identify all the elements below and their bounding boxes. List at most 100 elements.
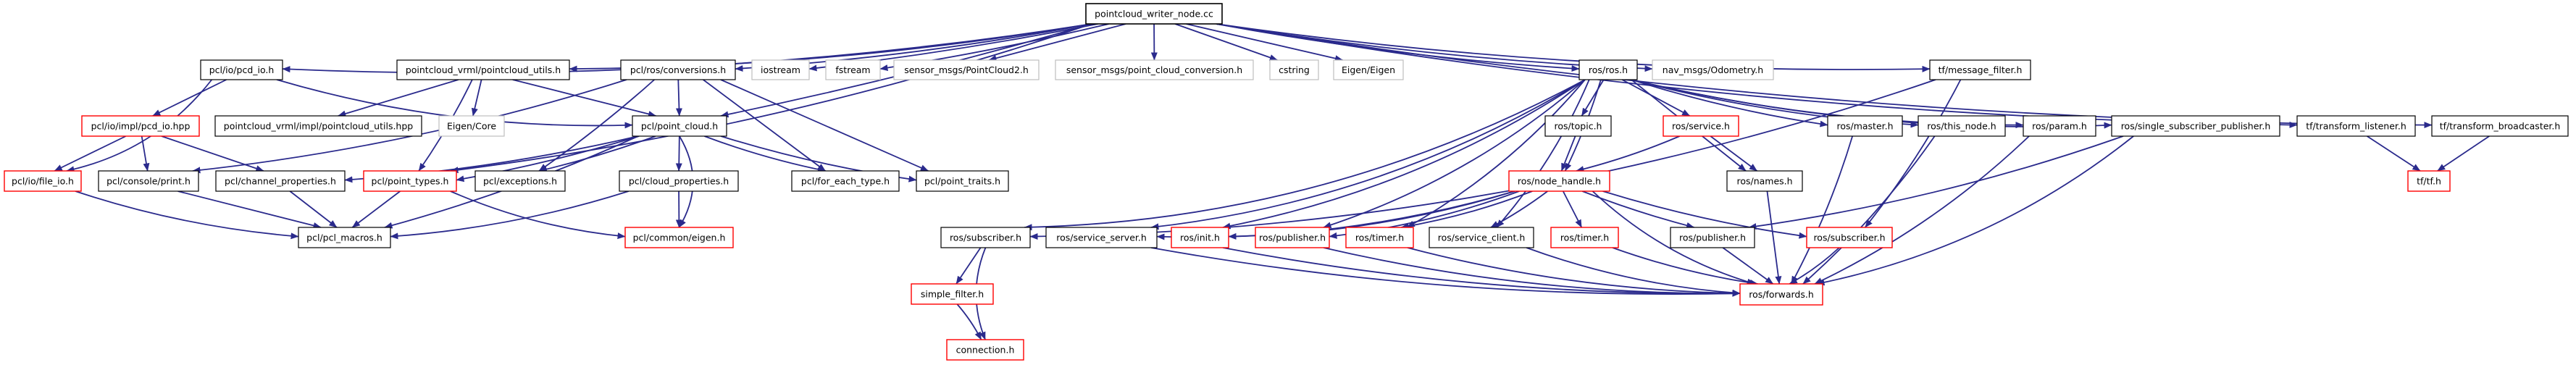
graph-node-pcl_macros[interactable]: pcl/pcl_macros.h — [298, 227, 391, 248]
node-label-pcl_macros: pcl/pcl_macros.h — [306, 232, 382, 243]
node-box — [1055, 59, 1254, 80]
include-edge-conversions-for_each_type — [703, 79, 826, 172]
node-label-tf_tf: tf/tf.h — [2417, 176, 2441, 187]
graph-node-ssp[interactable]: ros/single_subscriber_publisher.h — [2111, 115, 2280, 137]
node-box — [825, 59, 881, 80]
node-label-publisher_l: ros/publisher.h — [1259, 232, 1326, 243]
node-label-channel_props: pcl/channel_properties.h — [225, 176, 336, 187]
graph-node-conversions[interactable]: pcl/ros/conversions.h — [620, 59, 736, 80]
graph-node-master[interactable]: ros/master.h — [1827, 115, 1903, 137]
graph-node-timer_l[interactable]: ros/timer.h — [1345, 227, 1414, 248]
graph-node-cloud_props[interactable]: pcl/cloud_properties.h — [619, 170, 739, 192]
node-label-pcd_io: pcl/io/pcd_io.h — [209, 64, 275, 75]
include-edge-service-node_handle — [1576, 135, 1681, 172]
node-box — [1544, 115, 1612, 137]
include-edge-names-forwards — [1766, 190, 1782, 285]
graph-node-exceptions[interactable]: pcl/exceptions.h — [474, 170, 566, 192]
graph-node-publisher_l[interactable]: ros/publisher.h — [1255, 227, 1330, 248]
node-label-point_traits: pcl/point_traits.h — [924, 176, 1000, 187]
graph-node-iostream[interactable]: iostream — [751, 59, 810, 80]
graph-node-topic[interactable]: ros/topic.h — [1544, 115, 1612, 137]
node-box — [1345, 227, 1414, 248]
graph-node-odometry[interactable]: nav_msgs/Odometry.h — [1652, 59, 1774, 80]
graph-node-eigen_core[interactable]: Eigen/Core — [438, 115, 505, 137]
graph-node-ros_ros[interactable]: ros/ros.h — [1578, 59, 1638, 80]
node-label-msg_filter: tf/message_filter.h — [1939, 64, 2023, 75]
graph-node-file_io[interactable]: pcl/io/file_io.h — [4, 170, 82, 192]
node-label-pc_conversion: sensor_msgs/point_cloud_conversion.h — [1066, 64, 1242, 75]
include-edge-service_server-forwards — [1150, 247, 1741, 297]
graph-node-timer_r[interactable]: ros/timer.h — [1550, 227, 1619, 248]
graph-node-common_eigen[interactable]: pcl/common/eigen.h — [624, 227, 734, 248]
node-label-tf_broadcaster: tf/transform_broadcaster.h — [2440, 121, 2561, 132]
graph-node-for_each_type[interactable]: pcl/for_each_type.h — [791, 170, 900, 192]
node-box — [940, 227, 1031, 248]
include-edge-ros_ros-topic — [1581, 79, 1605, 117]
graph-node-point_traits[interactable]: pcl/point_traits.h — [916, 170, 1009, 192]
node-label-publisher_r: ros/publisher.h — [1679, 232, 1746, 243]
graph-node-service_server[interactable]: ros/service_server.h — [1045, 227, 1158, 248]
include-edge-print-pcl_macros — [177, 190, 322, 229]
node-box — [1550, 227, 1619, 248]
include-edge-ros_ros-service_server — [1150, 79, 1586, 230]
include-edge-msg_filter-subscriber_r — [1864, 79, 1962, 228]
graph-node-print[interactable]: pcl/console/print.h — [98, 170, 199, 192]
graph-node-param[interactable]: ros/param.h — [2023, 115, 2096, 137]
graph-node-init[interactable]: ros/init.h — [1171, 227, 1229, 248]
graph-node-names[interactable]: ros/names.h — [1726, 170, 1803, 192]
graph-node-service_client[interactable]: ros/service_client.h — [1429, 227, 1534, 248]
node-label-service: ros/service.h — [1672, 121, 1730, 132]
node-label-cstring: cstring — [1279, 64, 1310, 75]
graph-node-pc_conversion[interactable]: sensor_msgs/point_cloud_conversion.h — [1055, 59, 1254, 80]
node-box — [1663, 115, 1739, 137]
include-edge-point_cloud-for_each_type — [704, 135, 827, 173]
graph-node-point_cloud[interactable]: pcl/point_cloud.h — [632, 115, 727, 137]
graph-node-cstring[interactable]: cstring — [1269, 59, 1319, 80]
node-label-this_node: ros/this_node.h — [1927, 121, 1996, 132]
node-box — [624, 227, 734, 248]
node-label-root: pointcloud_writer_node.cc — [1095, 9, 1213, 20]
graph-node-tf_broadcaster[interactable]: tf/transform_broadcaster.h — [2431, 115, 2569, 137]
node-box — [1171, 227, 1229, 248]
graph-node-connection[interactable]: connection.h — [946, 339, 1024, 361]
node-box — [911, 283, 994, 305]
graph-node-point_types[interactable]: pcl/point_types.h — [363, 170, 457, 192]
graph-node-node_handle[interactable]: ros/node_handle.h — [1508, 170, 1610, 192]
node-box — [1333, 59, 1404, 80]
node-label-ssp: ros/single_subscriber_publisher.h — [2121, 121, 2271, 132]
include-edge-conversions-point_cloud — [675, 79, 682, 117]
node-label-odometry: nav_msgs/Odometry.h — [1663, 64, 1763, 75]
graph-node-eigen_eigen[interactable]: Eigen/Eigen — [1333, 59, 1404, 80]
graph-node-pc_utils[interactable]: pointcloud_vrml/pointcloud_utils.h — [396, 59, 570, 80]
include-edge-root-eigen_eigen — [1186, 23, 1343, 62]
graph-node-publisher_r[interactable]: ros/publisher.h — [1670, 227, 1755, 248]
node-box — [1918, 115, 2006, 137]
graph-node-forwards[interactable]: ros/forwards.h — [1739, 283, 1823, 306]
graph-node-channel_props[interactable]: pcl/channel_properties.h — [215, 170, 346, 192]
graph-node-subscriber_l[interactable]: ros/subscriber.h — [940, 227, 1031, 248]
include-edge-publisher_l-forwards — [1323, 247, 1741, 297]
graph-node-pc_utils_hpp[interactable]: pointcloud_vrml/impl/pointcloud_utils.hp… — [214, 115, 422, 137]
graph-node-tf_tf[interactable]: tf/tf.h — [2407, 170, 2451, 192]
graph-node-pcd_io[interactable]: pcl/io/pcd_io.h — [200, 59, 283, 80]
node-box — [751, 59, 810, 80]
graph-node-tf_listener[interactable]: tf/transform_listener.h — [2296, 115, 2416, 137]
graph-node-subscriber_r[interactable]: ros/subscriber.h — [1806, 227, 1893, 248]
include-edge-node_handle-publisher_r — [1581, 190, 1695, 229]
node-label-ros_ros: ros/ros.h — [1589, 64, 1628, 75]
node-box — [200, 59, 283, 80]
include-edge-service-names — [1710, 135, 1757, 172]
include-edge-pc_utils-point_cloud — [512, 79, 656, 117]
graph-node-service[interactable]: ros/service.h — [1663, 115, 1739, 137]
graph-node-pointcloud2[interactable]: sensor_msgs/PointCloud2.h — [893, 59, 1040, 80]
graph-node-this_node[interactable]: ros/this_node.h — [1918, 115, 2006, 137]
include-edge-node_handle-timer_r — [1562, 190, 1583, 228]
node-label-init: ros/init.h — [1180, 232, 1220, 243]
graph-node-fstream[interactable]: fstream — [825, 59, 881, 80]
node-box — [893, 59, 1040, 80]
graph-node-msg_filter[interactable]: tf/message_filter.h — [1929, 59, 2031, 80]
graph-node-root[interactable]: pointcloud_writer_node.cc — [1085, 3, 1223, 25]
graph-node-simple_filter[interactable]: simple_filter.h — [911, 283, 994, 305]
graph-node-pcd_io_hpp[interactable]: pcl/io/impl/pcd_io.hpp — [81, 115, 200, 137]
